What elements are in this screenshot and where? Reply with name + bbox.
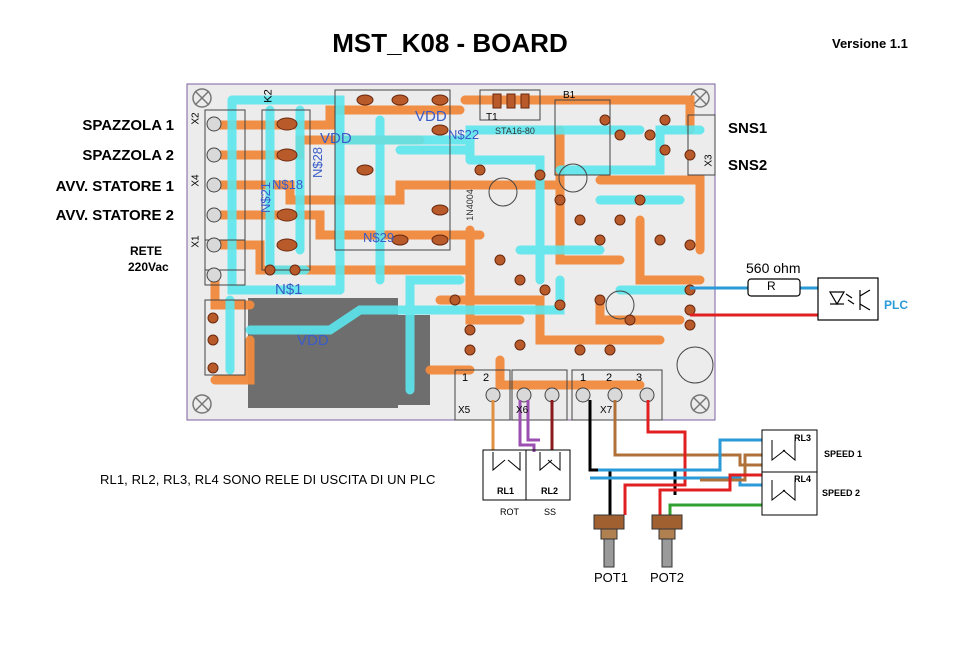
pot1-label: POT1 <box>594 570 628 585</box>
ic-sta16: STA16-80 <box>495 126 535 136</box>
label-avv-statore-2: AVV. STATORE 2 <box>55 207 174 224</box>
plc-wires <box>690 286 818 317</box>
pin-1-x5: 1 <box>462 372 469 384</box>
component-outlines <box>204 89 716 421</box>
relay-ss-label: SS <box>544 507 557 517</box>
net-vdd-1: VDD <box>320 130 352 147</box>
pads <box>207 93 696 374</box>
pin-1-x7: 1 <box>580 372 587 384</box>
pot2-label: POT2 <box>650 570 684 585</box>
speed-2-label: SPEED 2 <box>822 488 861 498</box>
label-rete: RETE <box>130 244 163 258</box>
connector-x2: X2 <box>190 112 202 125</box>
label-avv-statore-1: AVV. STATORE 1 <box>55 178 174 195</box>
transistor-t1: T1 <box>486 112 498 123</box>
net-n1: N$1 <box>275 281 303 298</box>
net-n22: N$22 <box>448 127 480 142</box>
potentiometer-pot2 <box>651 514 683 568</box>
page-title: MST_K08 - BOARD <box>332 28 568 58</box>
label-sns1: SNS1 <box>728 120 768 137</box>
relay-rl2-label: RL2 <box>541 486 559 496</box>
pot-wires <box>588 400 762 515</box>
label-sns2: SNS2 <box>728 157 768 174</box>
bridge-b1: B1 <box>563 90 576 101</box>
mount-holes <box>192 88 710 414</box>
relay-rl3-label: RL3 <box>794 433 812 443</box>
resistor-value: 560 ohm <box>746 260 801 276</box>
net-n28: N$28 <box>310 146 326 179</box>
resistor <box>747 278 801 297</box>
pin-3-x7: 3 <box>636 372 643 384</box>
potentiometer-pot1 <box>593 514 625 568</box>
relay-k2: K2 <box>262 89 275 103</box>
label-spazzola-1: SPAZZOLA 1 <box>82 117 174 134</box>
connector-x3: X3 <box>703 154 715 167</box>
left-terminal-screws <box>206 116 222 283</box>
diode-1n4004: 1N4004 <box>464 189 475 221</box>
relay-rl1-label: RL1 <box>497 486 515 496</box>
power-module <box>248 298 398 408</box>
net-vdd-2: VDD <box>415 108 447 125</box>
plc-label: PLC <box>884 298 908 312</box>
label-spazzola-2: SPAZZOLA 2 <box>82 147 174 164</box>
connector-x1: X1 <box>190 235 202 248</box>
net-n18: N$18 <box>272 177 304 192</box>
pin-2-x7: 2 <box>606 372 613 384</box>
connector-x5: X5 <box>458 405 471 416</box>
label-rete-voltage: 220Vac <box>128 260 169 274</box>
pin-2-x5: 2 <box>483 372 490 384</box>
net-vdd-3: VDD <box>297 332 329 349</box>
connector-x7: X7 <box>600 405 613 416</box>
speed-1-label: SPEED 1 <box>824 449 863 459</box>
relay-note: RL1, RL2, RL3, RL4 SONO RELE DI USCITA D… <box>100 472 436 487</box>
relay-rl3-rl4 <box>761 429 818 516</box>
bottom-terminal-screws <box>485 387 655 403</box>
version-label: Versione 1.1 <box>832 36 908 51</box>
resistor-ref: R <box>767 279 776 293</box>
net-n21: N$21 <box>258 181 274 214</box>
relay-rl4-label: RL4 <box>794 474 812 484</box>
net-n29: N$29 <box>363 230 395 245</box>
optocoupler <box>817 277 879 321</box>
relay-rot-label: ROT <box>500 507 519 517</box>
relay-wires <box>491 400 554 452</box>
relay-rl1-rl2 <box>482 449 571 501</box>
connector-x6: X6 <box>516 405 529 416</box>
connector-x4: X4 <box>190 174 202 187</box>
